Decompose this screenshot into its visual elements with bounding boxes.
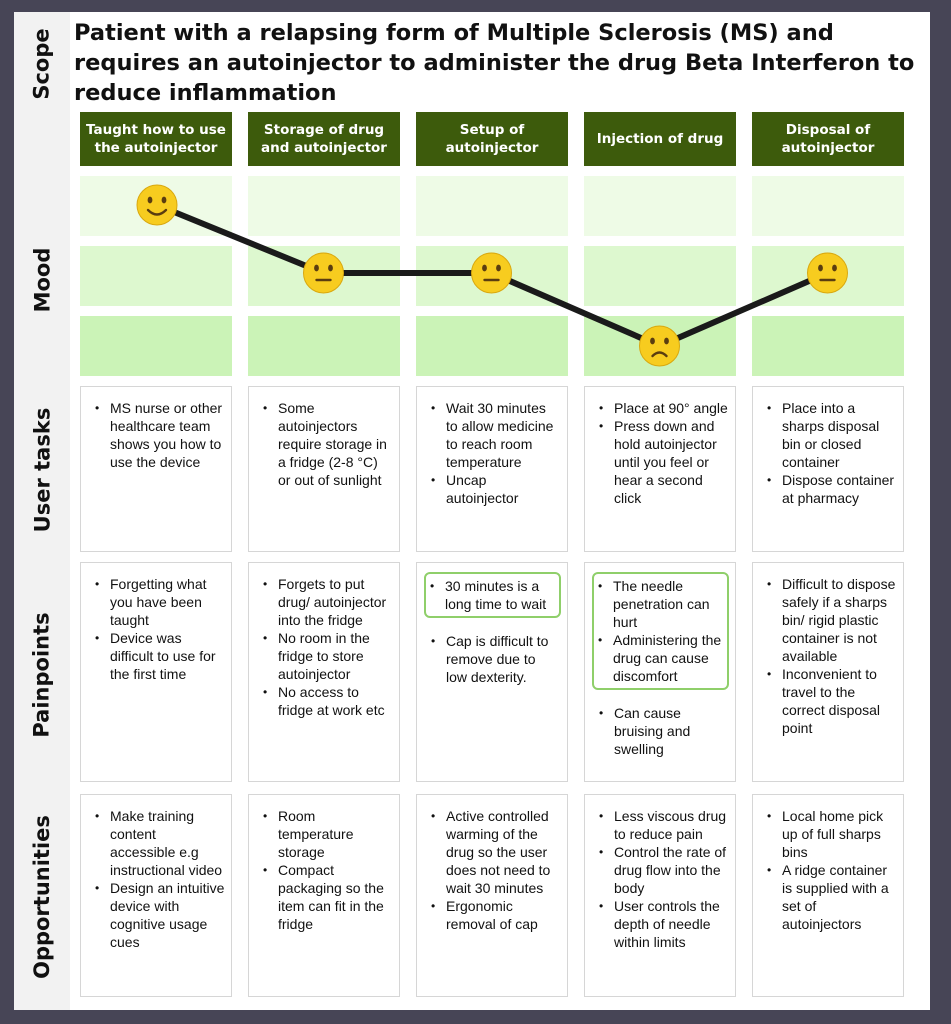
user-task-item: Place into a sharps disposal bin or clos… [763, 399, 897, 471]
user-task-card: Place at 90° anglePress down and hold au… [584, 386, 736, 552]
mood-cell [80, 316, 232, 376]
stage-header: Setup of autoinjector [416, 112, 568, 166]
user-task-item: Press down and hold autoinjector until y… [595, 417, 729, 507]
mood-cell [416, 176, 568, 236]
opportunity-item: Design an intuitive device with cognitiv… [91, 879, 225, 951]
mood-cell [584, 246, 736, 306]
painpoint-list: Can cause bruising and swelling [592, 704, 729, 758]
key-painpoint-box: 30 minutes is a long time to wait [424, 572, 561, 618]
opportunity-item: Control the rate of drug flow into the b… [595, 843, 729, 897]
stage-header: Disposal of autoinjector [752, 112, 904, 166]
painpoint-card: 30 minutes is a long time to waitCap is … [416, 562, 568, 782]
painpoint-item: 30 minutes is a long time to wait [426, 577, 555, 613]
painpoint-item: Difficult to dispose safely if a sharps … [763, 575, 897, 665]
opportunity-item: Local home pick up of full sharps bins [763, 807, 897, 861]
key-painpoint-box: The needle penetration can hurtAdministe… [592, 572, 729, 690]
mood-cell [752, 316, 904, 376]
painpoint-item: Administering the drug can cause discomf… [594, 631, 723, 685]
opportunity-item: Ergonomic removal of cap [427, 897, 561, 933]
opportunity-item: Compact packaging so the item can fit in… [259, 861, 393, 933]
mood-cell [248, 316, 400, 376]
opportunity-item: Less viscous drug to reduce pain [595, 807, 729, 843]
painpoint-card: The needle penetration can hurtAdministe… [584, 562, 736, 782]
user-task-item: Some autoinjectors require storage in a … [259, 399, 393, 489]
painpoint-item: Can cause bruising and swelling [595, 704, 725, 758]
neutral-face-icon [807, 252, 848, 294]
opportunity-item: Active controlled warming of the drug so… [427, 807, 561, 897]
opportunity-card: Make training content accessible e.g ins… [80, 794, 232, 997]
painpoint-item: No access to fridge at work etc [259, 683, 393, 719]
painpoint-item: Forgetting what you have been taught [91, 575, 225, 629]
user-task-card: Wait 30 minutes to allow medicine to rea… [416, 386, 568, 552]
user-task-card: Some autoinjectors require storage in a … [248, 386, 400, 552]
sad-face-icon [639, 325, 680, 367]
opportunity-item: User controls the depth of needle within… [595, 897, 729, 951]
painpoint-item: The needle penetration can hurt [594, 577, 723, 631]
user-task-card: MS nurse or other healthcare team shows … [80, 386, 232, 552]
happy-face-icon [136, 184, 178, 226]
stage-header: Injection of drug [584, 112, 736, 166]
opportunity-item: Make training content accessible e.g ins… [91, 807, 225, 879]
mood-cell [584, 176, 736, 236]
painpoint-card: Forgetting what you have been taughtDevi… [80, 562, 232, 782]
stage-header: Storage of drug and autoinjector [248, 112, 400, 166]
user-task-item: Wait 30 minutes to allow medicine to rea… [427, 399, 561, 471]
stage-header: Taught how to use the autoinjector [80, 112, 232, 166]
painpoint-item: Forgets to put drug/ autoinjector into t… [259, 575, 393, 629]
painpoint-item: Cap is difficult to remove due to low de… [427, 632, 557, 686]
painpoint-item: No room in the fridge to store autoinjec… [259, 629, 393, 683]
neutral-face-icon [471, 252, 512, 294]
opportunity-item: A ridge container is supplied with a set… [763, 861, 897, 933]
user-task-card: Place into a sharps disposal bin or clos… [752, 386, 904, 552]
neutral-face-icon [303, 252, 344, 294]
painpoint-card: Forgets to put drug/ autoinjector into t… [248, 562, 400, 782]
painpoint-item: Inconvenient to travel to the correct di… [763, 665, 897, 737]
opportunity-card: Local home pick up of full sharps binsA … [752, 794, 904, 997]
mood-cell [248, 176, 400, 236]
user-task-item: Dispose container at pharmacy [763, 471, 897, 507]
opportunity-card: Less viscous drug to reduce painControl … [584, 794, 736, 997]
user-task-item: MS nurse or other healthcare team shows … [91, 399, 225, 471]
scope-title: Patient with a relapsing form of Multipl… [74, 20, 915, 106]
opportunity-card: Active controlled warming of the drug so… [416, 794, 568, 997]
mood-cell [752, 176, 904, 236]
painpoint-item: Device was difficult to use for the firs… [91, 629, 225, 683]
painpoint-card: Difficult to dispose safely if a sharps … [752, 562, 904, 782]
user-task-item: Uncap autoinjector [427, 471, 561, 507]
opportunity-item: Room temperature storage [259, 807, 393, 861]
user-task-item: Place at 90° angle [595, 399, 729, 417]
mood-cell [80, 246, 232, 306]
painpoint-list: Cap is difficult to remove due to low de… [424, 632, 561, 686]
opportunity-card: Room temperature storageCompact packagin… [248, 794, 400, 997]
mood-cell [416, 316, 568, 376]
